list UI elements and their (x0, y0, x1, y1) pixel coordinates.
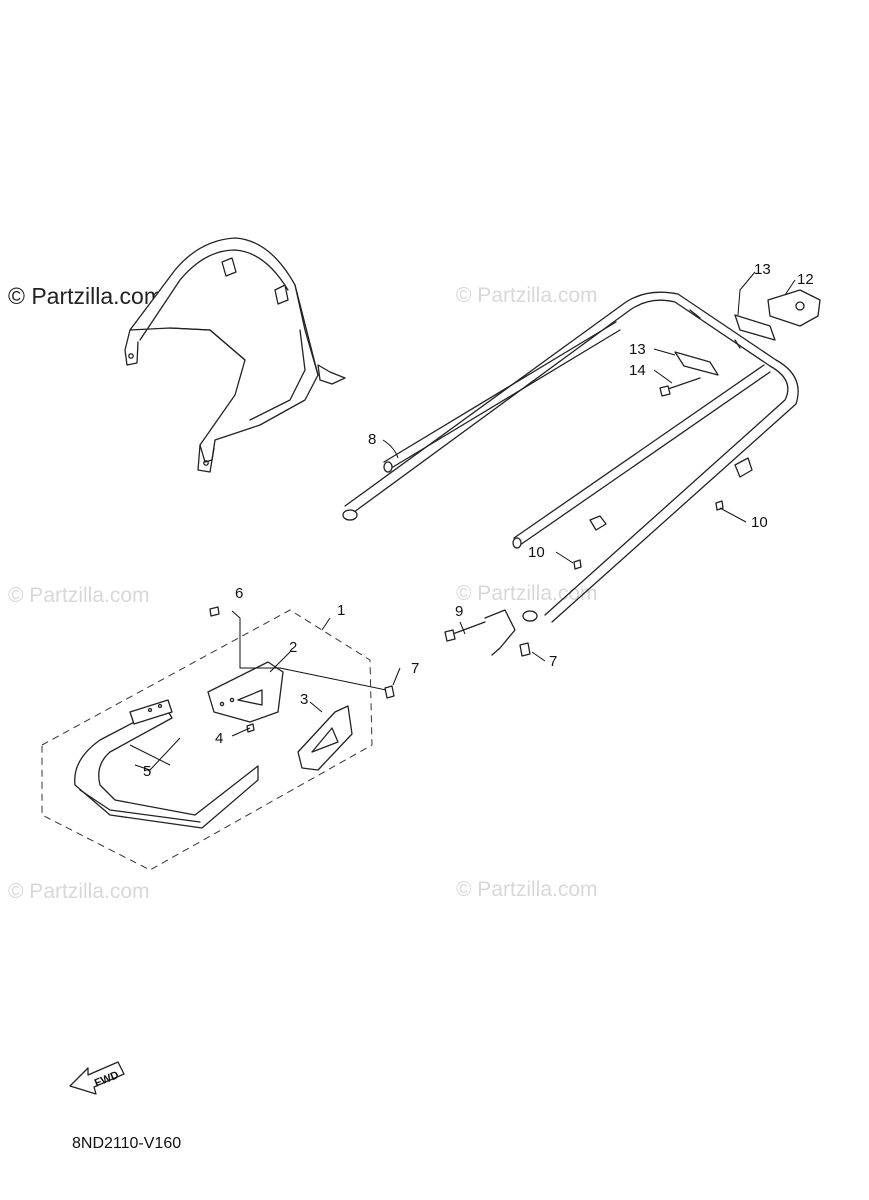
callout-10-right: 10 (751, 514, 768, 531)
callout-9: 9 (455, 603, 463, 620)
callout-4: 4 (215, 730, 223, 747)
callout-5: 5 (143, 763, 151, 780)
callout-6: 6 (235, 585, 243, 602)
watermark-top-right: © Partzilla.com (456, 284, 598, 307)
callout-2: 2 (289, 639, 297, 656)
leader-lines (129, 271, 796, 771)
callout-3: 3 (300, 691, 308, 708)
diagram-code: 8ND2110-V160 (72, 1135, 181, 1152)
frame-tube-assembly (342, 291, 799, 623)
fwd-arrow-icon: FWD (69, 1061, 125, 1095)
bumper-assembly (74, 661, 353, 829)
callout-7-right: 7 (549, 653, 557, 670)
callouts: 1 2 3 4 5 6 7 7 8 9 10 10 12 13 13 14 (143, 261, 814, 780)
callout-10-left: 10 (528, 544, 545, 561)
callout-14: 14 (629, 362, 646, 379)
watermark-mid-left: © Partzilla.com (8, 584, 150, 607)
watermark-mid-right: © Partzilla.com (456, 582, 598, 605)
watermark-low-right: © Partzilla.com (456, 878, 598, 901)
watermark-top-left: © Partzilla.com (8, 283, 163, 309)
cowl-cover-part (124, 237, 346, 473)
watermark-low-left: © Partzilla.com (8, 880, 150, 903)
kit-outline (41, 609, 373, 871)
callout-12: 12 (797, 271, 814, 288)
callout-13-mid: 13 (629, 341, 646, 358)
callout-1: 1 (337, 602, 345, 619)
callout-13-top: 13 (754, 261, 771, 278)
clamp-parts (659, 289, 821, 397)
callout-8: 8 (368, 431, 376, 448)
callout-7-left: 7 (411, 660, 419, 677)
fittings (209, 500, 724, 699)
